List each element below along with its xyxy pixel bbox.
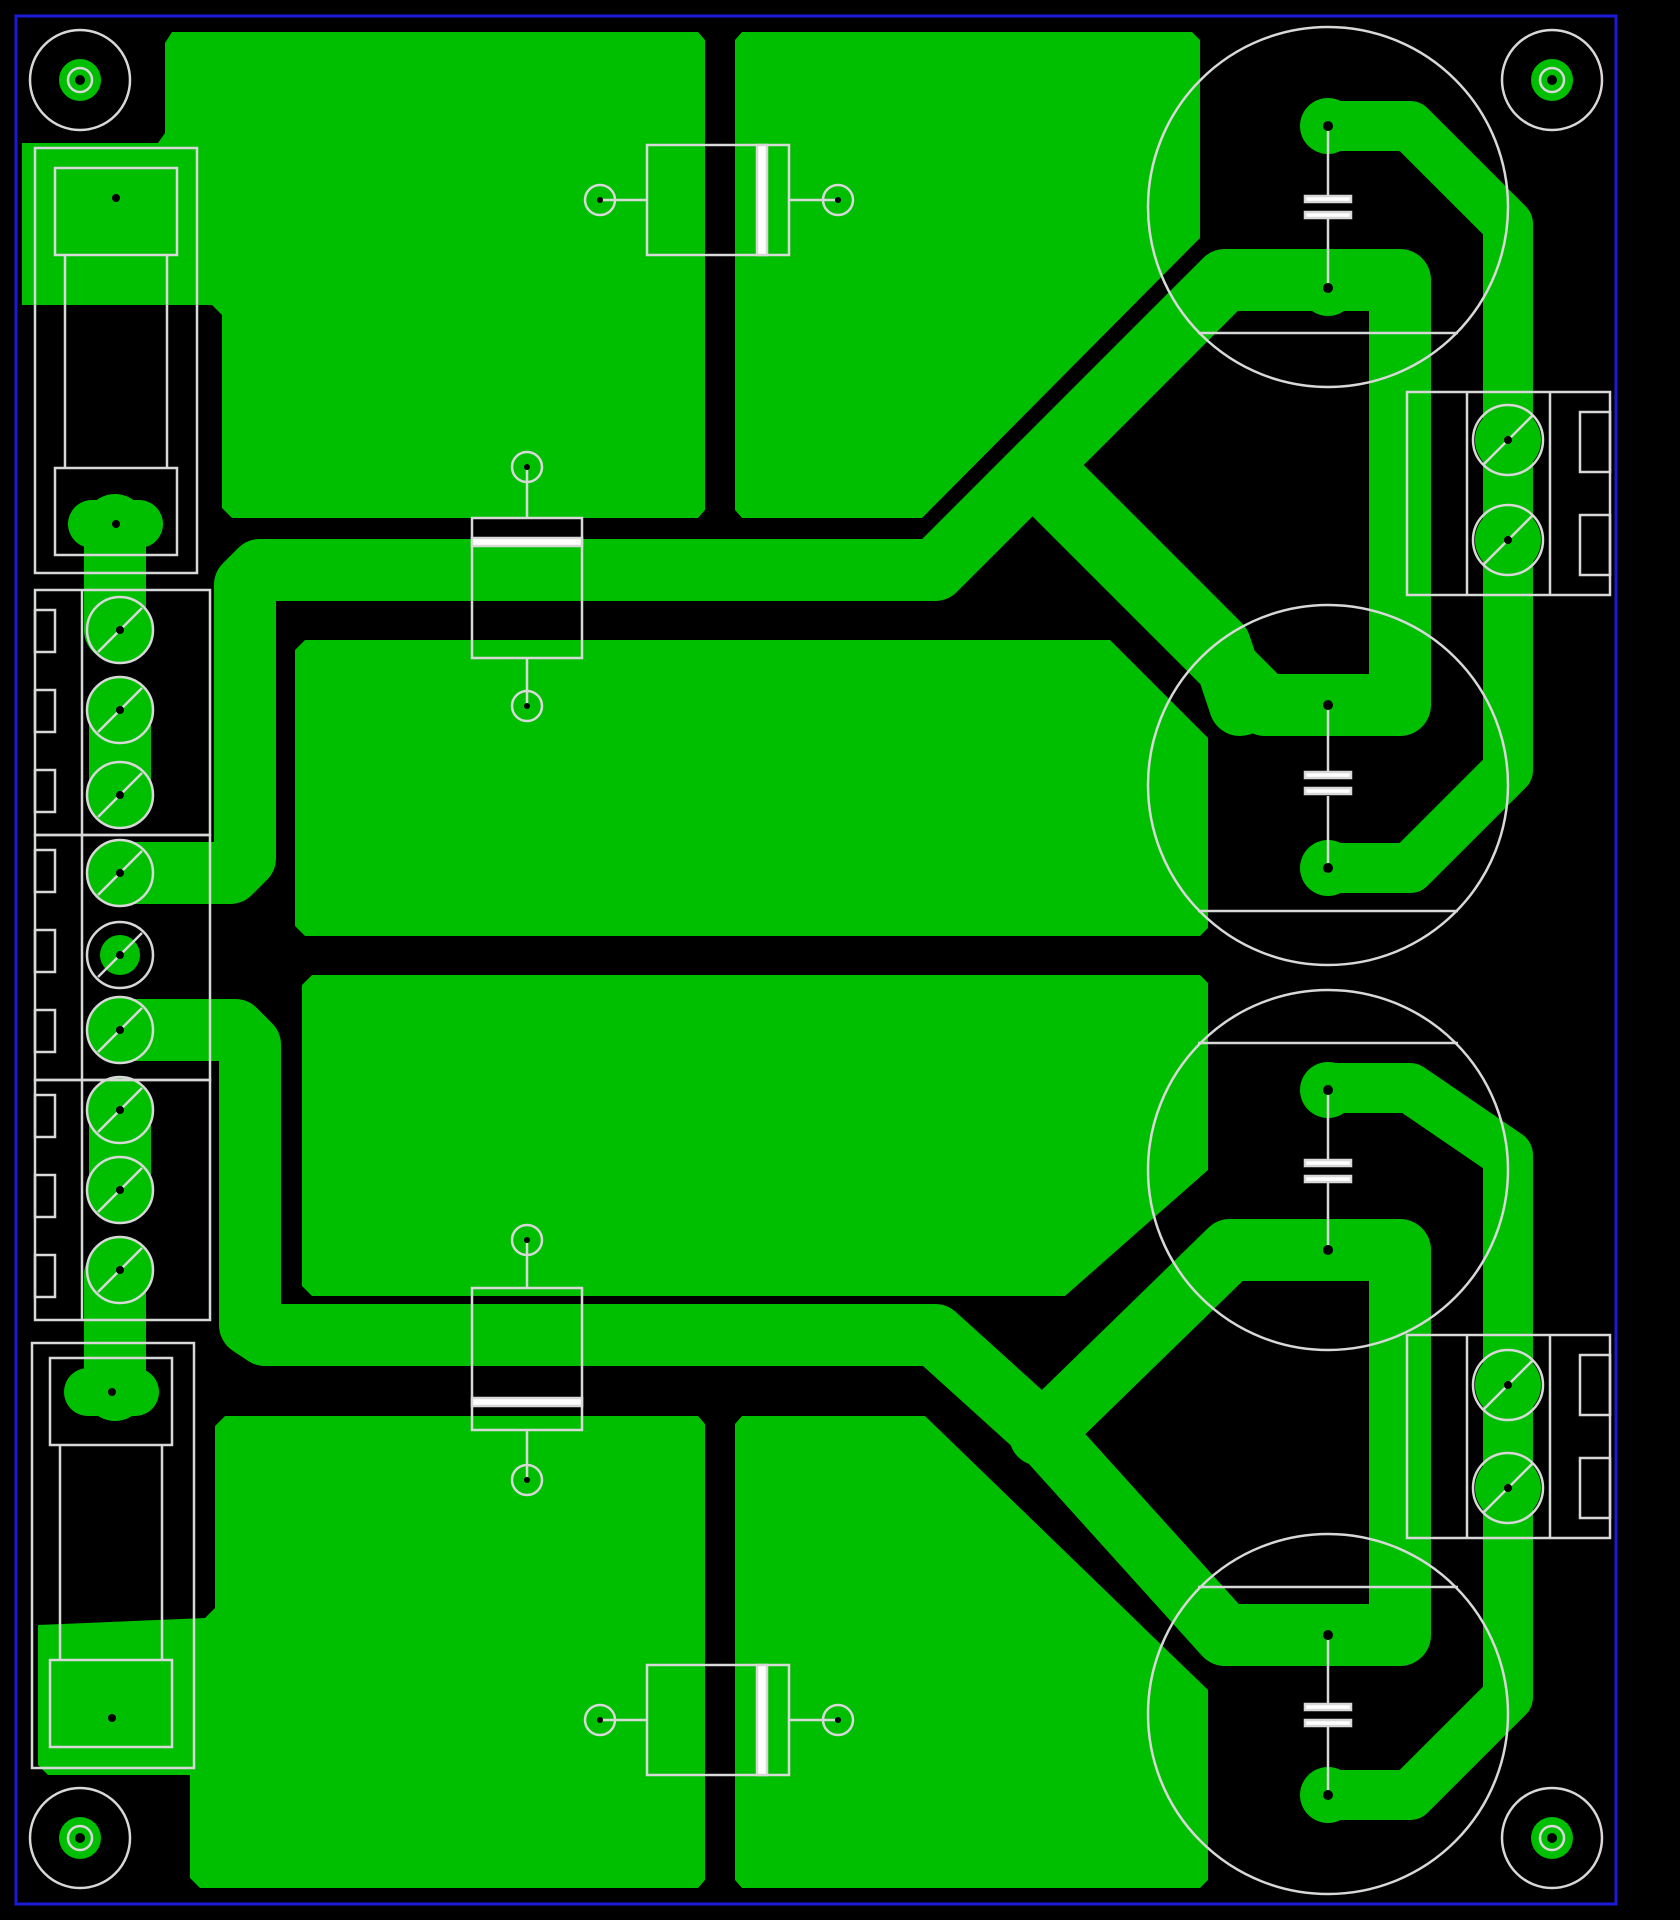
drill-hole — [835, 1717, 841, 1723]
mounting-hole-outline — [1500, 1786, 1604, 1890]
drill-hole — [116, 1186, 124, 1194]
trace-layer — [84, 101, 1533, 1820]
regulator-tab — [53, 166, 179, 257]
diode-d1 — [583, 143, 855, 257]
drill-hole — [75, 75, 85, 85]
regulator-tab — [48, 1658, 174, 1749]
drill-hole — [524, 1237, 530, 1243]
lower-cap-trace-a — [1009, 1219, 1431, 1666]
drill-hole — [75, 1833, 85, 1843]
mounting-hole-ring — [66, 66, 94, 94]
drill-hole — [1323, 1630, 1333, 1640]
drill-hole — [524, 1477, 530, 1483]
drill-hole — [1504, 536, 1512, 544]
drill-hole — [108, 1714, 116, 1722]
mounting-hole-outline — [28, 28, 132, 132]
copper-pour-middle-lower — [302, 975, 1208, 1296]
capacitor-c2 — [1146, 603, 1510, 967]
drill-hole — [116, 1106, 124, 1114]
diode-d2 — [470, 450, 584, 723]
drill-hole — [524, 464, 530, 470]
drill-hole — [597, 1717, 603, 1723]
drill-hole — [1323, 700, 1333, 710]
drill-hole — [1323, 1085, 1333, 1095]
mounting-hole-outline — [28, 1786, 132, 1890]
drill-hole — [1547, 75, 1557, 85]
drill-hole — [597, 197, 603, 203]
drill-hole — [112, 520, 120, 528]
screw-terminal-right-upper — [1405, 390, 1612, 597]
diode-d4 — [583, 1663, 855, 1777]
capacitor-c4 — [1146, 1532, 1510, 1896]
mounting-hole-outline — [1500, 28, 1604, 132]
drill-hole — [1323, 1245, 1333, 1255]
drill-hole — [108, 1388, 116, 1396]
drill-hole — [1504, 436, 1512, 444]
mounting-hole-ring — [1538, 1824, 1566, 1852]
upper-cap-trace-b — [1009, 434, 1271, 736]
lower-rail-trace — [94, 999, 1071, 1461]
drill-hole — [1323, 283, 1333, 293]
lower-cap-trace-c — [1303, 1063, 1533, 1820]
regulator-body — [53, 466, 179, 557]
drill-hole — [116, 1026, 124, 1034]
drill-hole — [116, 791, 124, 799]
upper-rail-trace — [94, 434, 1071, 904]
diode-d3 — [470, 1223, 584, 1497]
drill-hole — [116, 706, 124, 714]
drill-hole — [1504, 1381, 1512, 1389]
mounting-hole-ring — [1538, 66, 1566, 94]
screw-terminal-left-3 — [33, 1078, 212, 1322]
drill-hole — [1323, 863, 1333, 873]
board-outline — [14, 14, 1618, 1906]
drill-hole — [1504, 1484, 1512, 1492]
copper-pour-top-left — [22, 32, 705, 518]
drill-hole — [116, 1266, 124, 1274]
drill-hole — [1323, 1790, 1333, 1800]
capacitor-c3 — [1146, 988, 1510, 1352]
screw-terminal-left-1 — [33, 588, 212, 837]
screw-terminal-right-lower — [1405, 1333, 1612, 1540]
drill-layer — [75, 75, 1557, 1843]
drill-hole — [835, 197, 841, 203]
drill-hole — [116, 951, 124, 959]
drill-hole — [112, 194, 120, 202]
drill-hole — [116, 626, 124, 634]
drill-hole — [1323, 121, 1333, 131]
copper-pour-top-middle — [735, 32, 1200, 518]
copper-layer — [22, 32, 1573, 1888]
capacitor-c1 — [1146, 25, 1510, 389]
regulator-outline — [33, 146, 199, 575]
copper-pour-bottom-middle — [735, 1416, 1208, 1888]
mounting-hole-ring — [66, 1824, 94, 1852]
drill-hole — [1547, 1833, 1557, 1843]
regulator-outline — [30, 1341, 196, 1770]
drill-hole — [116, 869, 124, 877]
regulator-body — [48, 1356, 174, 1447]
drill-hole — [524, 703, 530, 709]
copper-pour-bottom-left — [38, 1416, 705, 1888]
copper-pour-middle-upper — [295, 640, 1208, 936]
